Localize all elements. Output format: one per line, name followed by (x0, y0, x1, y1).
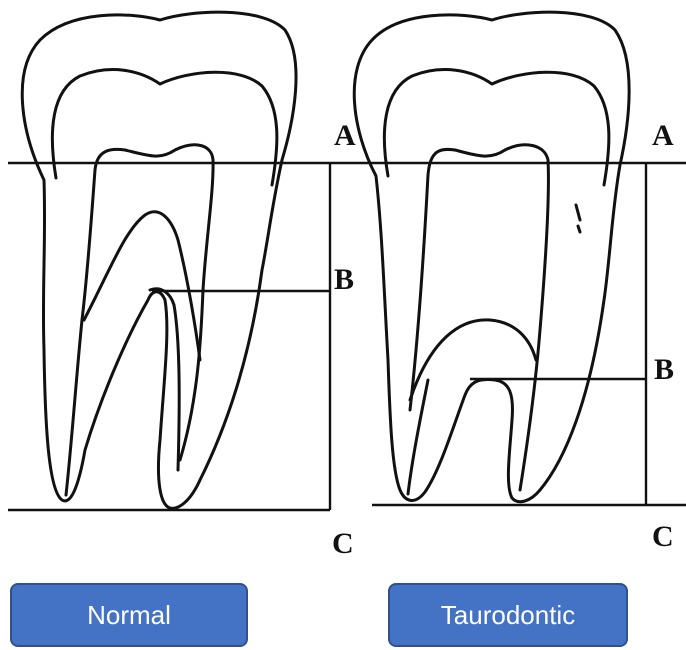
label-a-taurodontic: A (652, 119, 674, 152)
taurodontic-pulp-chamber (410, 145, 548, 490)
label-b-taurodontic: B (654, 353, 674, 386)
normal-enamel-line (52, 70, 277, 185)
taurodontic-tooth-outline (354, 12, 629, 502)
normal-caption: Normal (10, 583, 248, 647)
reference-lines (8, 163, 686, 510)
taurodontic-enamel-line (384, 70, 609, 185)
taurodontic-speck (576, 205, 580, 232)
label-c-normal: C (332, 527, 354, 560)
label-c-taurodontic: C (652, 520, 674, 553)
normal-tooth (22, 12, 296, 508)
taurodontic-pulp-floor (410, 320, 536, 400)
label-b-normal: B (334, 263, 354, 296)
normal-root-canal-right (66, 320, 82, 495)
normal-root-canal-left (84, 212, 200, 360)
letter-labels: A B C A B C (332, 119, 674, 560)
taurodontic-tooth (354, 12, 629, 502)
normal-tooth-outline (22, 12, 296, 508)
taurodontic-caption: Taurodontic (388, 583, 628, 647)
label-a-normal: A (334, 119, 356, 152)
